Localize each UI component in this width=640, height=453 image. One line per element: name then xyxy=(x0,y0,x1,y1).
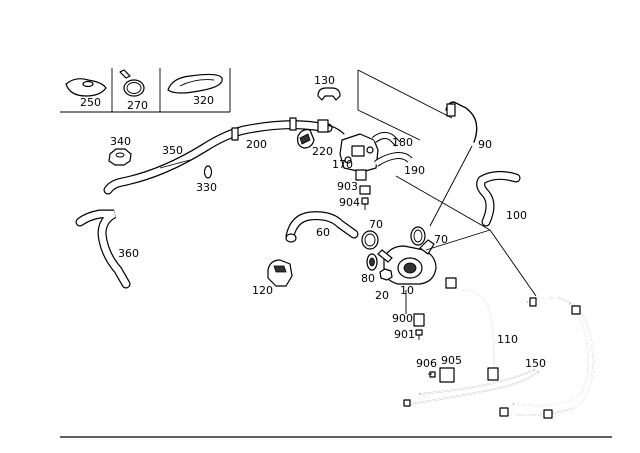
part-110-cable xyxy=(445,277,499,381)
label-80: 80 xyxy=(361,272,375,285)
part-70-clamp-right xyxy=(410,226,426,246)
label-905: 905 xyxy=(441,354,462,367)
part-903 xyxy=(359,185,371,195)
label-130: 130 xyxy=(314,74,335,87)
label-10: 10 xyxy=(400,284,414,297)
part-900 xyxy=(413,313,425,327)
part-220-clamp xyxy=(297,129,315,149)
label-60: 60 xyxy=(316,226,330,239)
part-150-harness xyxy=(403,296,594,419)
label-350: 350 xyxy=(162,144,183,157)
label-906: 906 xyxy=(416,357,437,370)
part-250-gasket xyxy=(65,78,107,97)
label-100: 100 xyxy=(506,209,527,222)
label-360: 360 xyxy=(118,247,139,260)
label-20: 20 xyxy=(375,289,389,302)
part-10-pump xyxy=(377,239,437,285)
label-904: 904 xyxy=(339,196,360,209)
part-330-washer xyxy=(203,165,213,179)
label-170: 170 xyxy=(332,158,353,171)
part-340-nut xyxy=(108,148,132,166)
label-70-right: 70 xyxy=(434,233,448,246)
part-70-clamp-left xyxy=(361,230,379,250)
part-360-hose xyxy=(75,209,131,289)
label-150: 150 xyxy=(525,357,546,370)
label-901: 901 xyxy=(394,328,415,341)
small-parts-inset xyxy=(60,68,231,113)
part-320-gasket xyxy=(167,73,223,94)
label-90: 90 xyxy=(478,138,492,151)
part-labels: 250 270 320 130 90 340 350 200 220 180 1… xyxy=(80,74,546,370)
label-220: 220 xyxy=(312,145,333,158)
part-100-hose xyxy=(476,170,521,227)
part-906 xyxy=(428,371,436,378)
part-904 xyxy=(361,197,369,210)
label-900: 900 xyxy=(392,312,413,325)
leader-lines xyxy=(159,69,537,314)
label-200: 200 xyxy=(246,138,267,151)
part-905 xyxy=(439,367,455,383)
label-340: 340 xyxy=(110,135,131,148)
label-250: 250 xyxy=(80,96,101,109)
part-130-clip xyxy=(317,87,341,101)
part-80-ring xyxy=(366,253,378,271)
label-320: 320 xyxy=(193,94,214,107)
part-120-bracket xyxy=(267,259,293,287)
label-330: 330 xyxy=(196,181,217,194)
label-270: 270 xyxy=(127,99,148,112)
label-120: 120 xyxy=(252,284,273,297)
part-170-valve-block xyxy=(317,119,379,181)
part-270-clamp xyxy=(119,69,145,97)
label-110: 110 xyxy=(497,333,518,346)
label-180: 180 xyxy=(392,136,413,149)
label-903: 903 xyxy=(337,180,358,193)
part-901 xyxy=(415,329,423,340)
part-60-hose xyxy=(285,211,359,243)
part-20-nut xyxy=(379,268,393,281)
part-200-350-hose xyxy=(103,117,333,195)
label-70-left: 70 xyxy=(369,218,383,231)
label-190: 190 xyxy=(404,164,425,177)
part-90-hose xyxy=(445,101,478,143)
